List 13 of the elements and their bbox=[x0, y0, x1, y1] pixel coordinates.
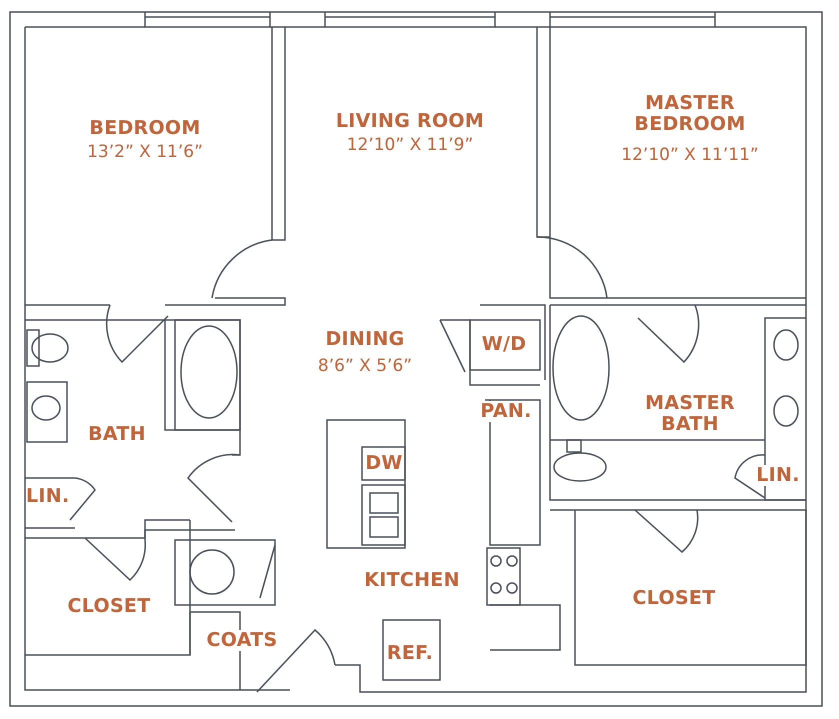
room-dimension: 13’2” X 11’6” bbox=[86, 143, 204, 162]
room-label: LIVING ROOM bbox=[334, 111, 486, 132]
room-label: CLOSET bbox=[632, 588, 716, 610]
room-label: MASTER BATH bbox=[644, 393, 736, 436]
room-label: DINING bbox=[324, 329, 406, 350]
room-label: KITCHEN bbox=[363, 570, 461, 592]
room-label: MASTER BEDROOM bbox=[633, 93, 747, 136]
room-label: BEDROOM bbox=[88, 118, 202, 140]
room-dimension: 8’6” X 5’6” bbox=[316, 357, 414, 376]
room-label: BATH bbox=[87, 424, 147, 446]
room-dimension: 12’10” X 11’11” bbox=[620, 146, 760, 166]
room-dimension: 12’10” X 11’9” bbox=[346, 136, 474, 156]
room-label: CLOSET bbox=[66, 596, 152, 618]
